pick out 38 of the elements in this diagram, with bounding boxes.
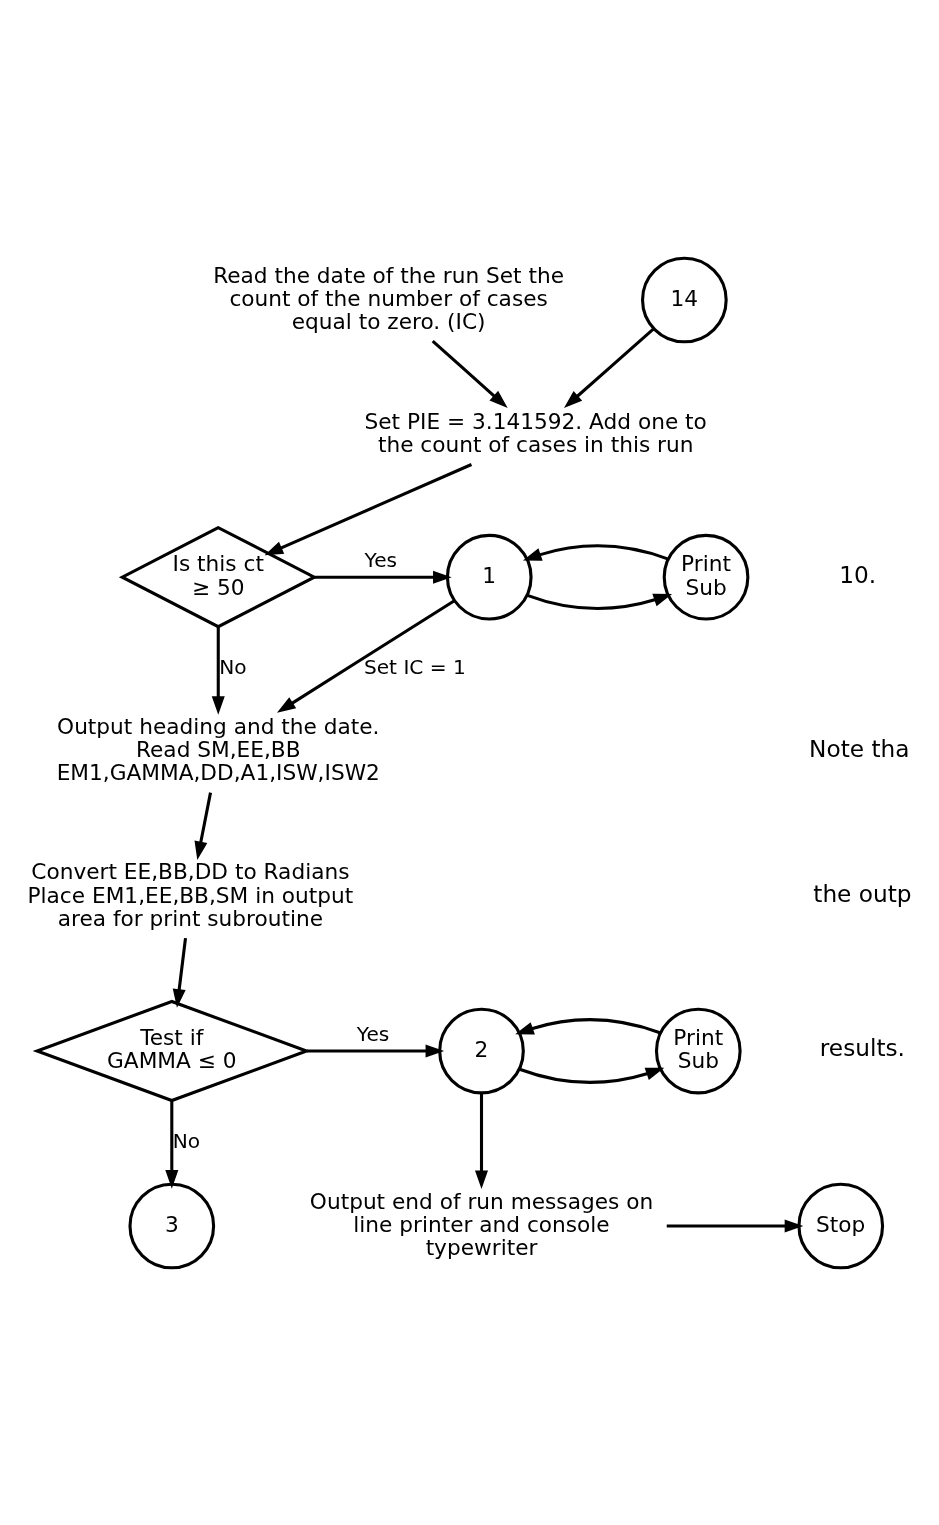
node-circle: 14	[641, 256, 728, 343]
arrow	[515, 1017, 661, 1034]
arrow	[172, 937, 188, 1008]
label: 10.	[839, 560, 877, 588]
edge-label: Yes	[364, 547, 398, 572]
node-text: Output heading and the date. Read SM,EE,BB EM1,GAMMA,DD,A1,ISW,ISW2	[56, 713, 380, 785]
edge-label: No	[219, 654, 247, 679]
arrow	[522, 543, 669, 561]
arrow	[475, 1092, 489, 1189]
node-circle: Stop	[797, 1182, 885, 1269]
arrow	[666, 1218, 804, 1232]
node-text: Convert EE,BB,DD to Radians Place EM1,EE,BB,SM in output area for print subroutine	[27, 858, 354, 931]
node-text: Set PIE = 3.141592. Add one to the count of cases in this run	[364, 408, 707, 457]
arrow	[431, 339, 508, 408]
arrow	[194, 791, 213, 860]
edge-label: Yes	[356, 1021, 390, 1046]
node-circle: 3	[128, 1182, 216, 1269]
arrow	[526, 593, 673, 610]
arrow	[211, 626, 225, 715]
node-text: Output end of run messages on line printer and console typewriter	[309, 1188, 654, 1260]
arrow	[306, 1044, 445, 1058]
arrow	[165, 1100, 179, 1189]
node-text: Read the date of the run Set the count of the number of cases equal to zero. (IC)	[213, 262, 565, 334]
node-circle: 2	[438, 1007, 525, 1094]
arrow	[264, 462, 473, 555]
node-circle: Print Sub	[654, 1007, 742, 1094]
label: the outp	[813, 879, 912, 907]
arrow	[564, 327, 655, 408]
edge-label: Set IC = 1	[363, 654, 466, 679]
arrow	[519, 1067, 665, 1084]
label: results.	[819, 1033, 906, 1061]
arrow	[276, 598, 456, 713]
node-circle: Print Sub	[662, 533, 750, 621]
arrow	[314, 570, 452, 584]
label: Note tha	[809, 734, 910, 762]
node-circle: 1	[445, 533, 533, 621]
edge-label: No	[172, 1128, 201, 1153]
node-diamond: Is this ct ≥ 50	[118, 525, 318, 628]
